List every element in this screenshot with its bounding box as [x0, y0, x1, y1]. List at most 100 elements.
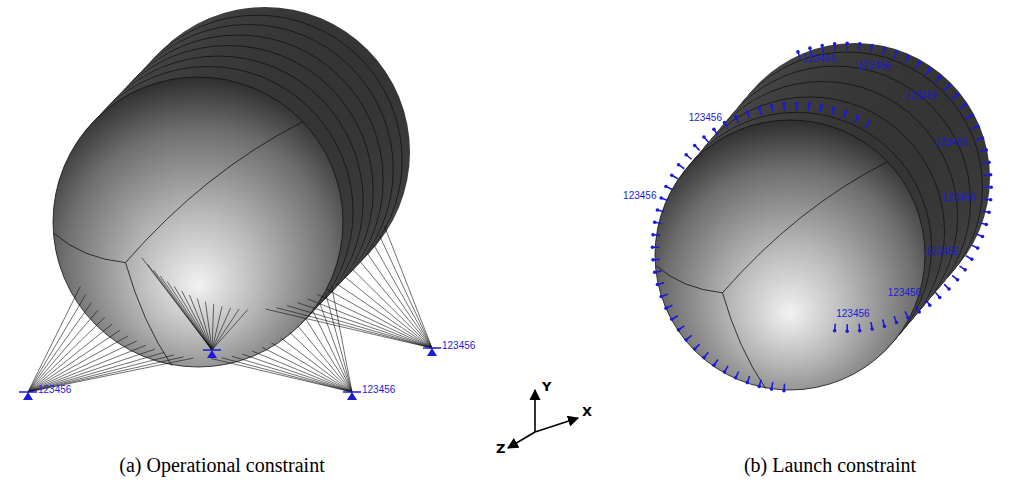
- clamp-symbol: [693, 347, 697, 351]
- clamp-symbol: [981, 136, 985, 140]
- suspension-line: [28, 295, 86, 392]
- clamp-symbol: [981, 235, 985, 239]
- clamp-symbol: [684, 153, 688, 157]
- clamp-symbol: [782, 102, 786, 106]
- suspension-line: [276, 308, 432, 348]
- clamp-symbol: [895, 50, 899, 54]
- clamp-symbol: [956, 278, 960, 282]
- suspension-line: [242, 354, 352, 392]
- clamp-symbol: [976, 125, 980, 129]
- suspension-line: [317, 294, 432, 348]
- clamp-symbol: [987, 210, 991, 214]
- clamp-symbol: [989, 173, 993, 177]
- clamp-symbol: [734, 115, 738, 119]
- clamp-symbol: [651, 233, 655, 237]
- axis-label: X: [582, 405, 592, 418]
- suspension-line: [211, 359, 352, 392]
- constraint-label: 123456: [905, 91, 938, 101]
- suspension-line: [374, 245, 432, 348]
- suspension-line: [212, 308, 231, 350]
- clamp-symbol: [693, 144, 697, 148]
- constraint-label: 123456: [362, 385, 395, 395]
- suspension-line: [212, 309, 239, 350]
- constraint-label: 123456: [836, 309, 869, 319]
- clamp-symbol: [808, 46, 812, 50]
- clamp-symbol: [651, 246, 655, 250]
- clamp-symbol: [820, 104, 824, 108]
- dome-seam: [126, 263, 172, 366]
- suspension-line: [379, 236, 432, 348]
- suspension-line: [384, 226, 432, 348]
- clamp-symbol: [883, 46, 887, 50]
- clamp-symbol: [856, 115, 860, 119]
- suspension-line: [297, 303, 432, 348]
- clamp-symbol: [745, 110, 749, 114]
- suspension-line: [272, 343, 352, 392]
- clamp-symbol: [928, 67, 932, 71]
- clamp-symbol: [906, 55, 910, 59]
- clamp-symbol: [664, 185, 668, 189]
- clamp-symbol: [963, 103, 967, 107]
- dome-edge: [655, 120, 925, 390]
- dome-seam: [656, 266, 722, 293]
- clamp-symbol: [956, 93, 960, 97]
- suspension-line: [298, 326, 352, 392]
- support-symbol: [427, 348, 437, 356]
- clamp-symbol: [677, 328, 681, 332]
- subfigure-caption: (a) Operational constraint: [119, 455, 324, 475]
- clamp-symbol: [947, 84, 951, 88]
- constraint-label: 123456: [942, 193, 975, 203]
- suspension-line: [28, 310, 98, 392]
- launch-view: [651, 41, 993, 392]
- support-symbol: [203, 349, 221, 351]
- suspension-line: [182, 291, 212, 350]
- y-axis: [534, 390, 536, 432]
- suspension-line: [306, 319, 352, 392]
- dome-seam: [723, 293, 766, 389]
- clamp-symbol: [984, 223, 988, 227]
- axis-label: Z: [496, 442, 505, 455]
- suspension-line: [174, 286, 212, 350]
- dome-seam: [723, 162, 888, 293]
- clamp-symbol: [702, 356, 706, 360]
- suspension-line: [28, 303, 92, 392]
- suspension-line: [222, 358, 352, 392]
- clamp-symbol: [906, 316, 910, 320]
- dome-seam: [54, 234, 125, 263]
- dome-seam: [126, 122, 303, 263]
- suspension-line: [345, 277, 432, 348]
- clamp-symbol: [820, 44, 824, 48]
- clamp-symbol: [883, 325, 887, 329]
- suspension-line: [290, 332, 352, 392]
- suspension-line: [28, 324, 112, 392]
- z-axis: [508, 432, 535, 448]
- clamp-symbol: [987, 160, 991, 164]
- clamp-symbol: [670, 318, 674, 322]
- clamp-symbol: [723, 121, 727, 125]
- clamp-symbol: [858, 329, 862, 333]
- suspension-line: [212, 304, 214, 350]
- suspension-line: [287, 306, 432, 348]
- clamp-symbol: [712, 363, 716, 367]
- clamp-symbol: [702, 135, 706, 139]
- constraint-label: 123456: [926, 247, 959, 257]
- clamp-symbol: [653, 220, 657, 224]
- suspension-line: [28, 317, 105, 392]
- suspension-line: [232, 356, 352, 392]
- clamp-symbol: [770, 387, 774, 391]
- clamp-symbol: [845, 41, 849, 45]
- clamp-symbol: [989, 198, 993, 202]
- clamp-symbol: [795, 102, 799, 106]
- clamp-symbol: [938, 296, 942, 300]
- support-symbol: [347, 392, 357, 400]
- clamp-symbol: [659, 295, 663, 299]
- support-symbol: [423, 347, 441, 349]
- tank-surface: [655, 120, 925, 390]
- clamp-symbol: [870, 44, 874, 48]
- clamp-symbol: [938, 75, 942, 79]
- support-symbol: [23, 392, 33, 400]
- clamp-symbol: [677, 163, 681, 167]
- clamp-symbol: [867, 121, 871, 125]
- suspension-line: [266, 309, 432, 348]
